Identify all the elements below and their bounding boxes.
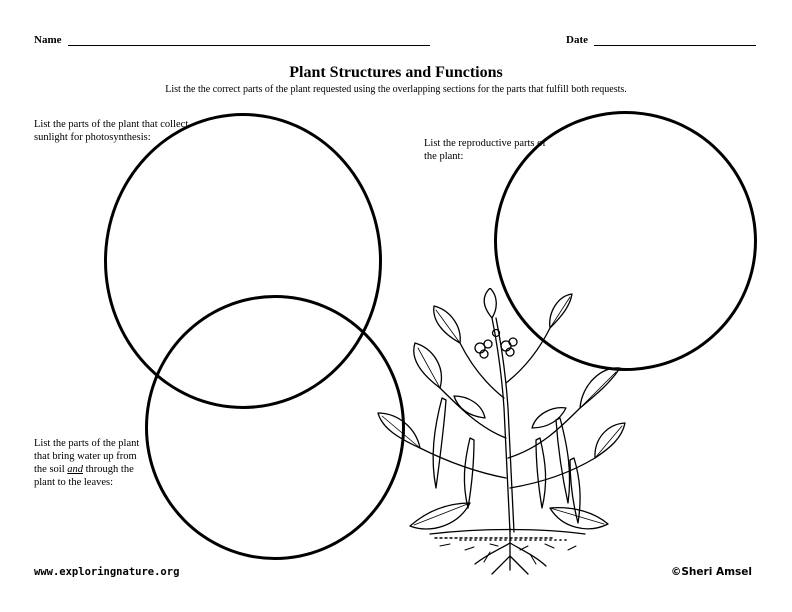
sunlight-prompt: List the parts of the plant that collect… [34, 118, 194, 144]
date-label: Date [566, 34, 588, 46]
instructions: List the the correct parts of the plant … [0, 84, 792, 95]
water-transport-circle[interactable] [145, 295, 405, 560]
date-field-line[interactable] [594, 45, 756, 46]
flowers-drawing [475, 330, 517, 359]
name-label: Name [34, 34, 62, 46]
roots-drawing [475, 528, 546, 574]
copyright-credit: ©Sheri Amsel [671, 566, 752, 578]
water-prompt-and: and [67, 464, 83, 475]
water-prompt: List the parts of the plant that bring w… [34, 437, 144, 489]
reproductive-prompt: List the reproductive parts of the plant… [424, 137, 554, 163]
website-link[interactable]: www.exploringnature.org [34, 566, 179, 578]
bean-plant-illustration [370, 288, 630, 578]
name-field-line[interactable] [68, 45, 430, 46]
page-title: Plant Structures and Functions [0, 64, 792, 82]
leaves-drawing [378, 288, 625, 529]
soil-drawing [430, 530, 585, 551]
